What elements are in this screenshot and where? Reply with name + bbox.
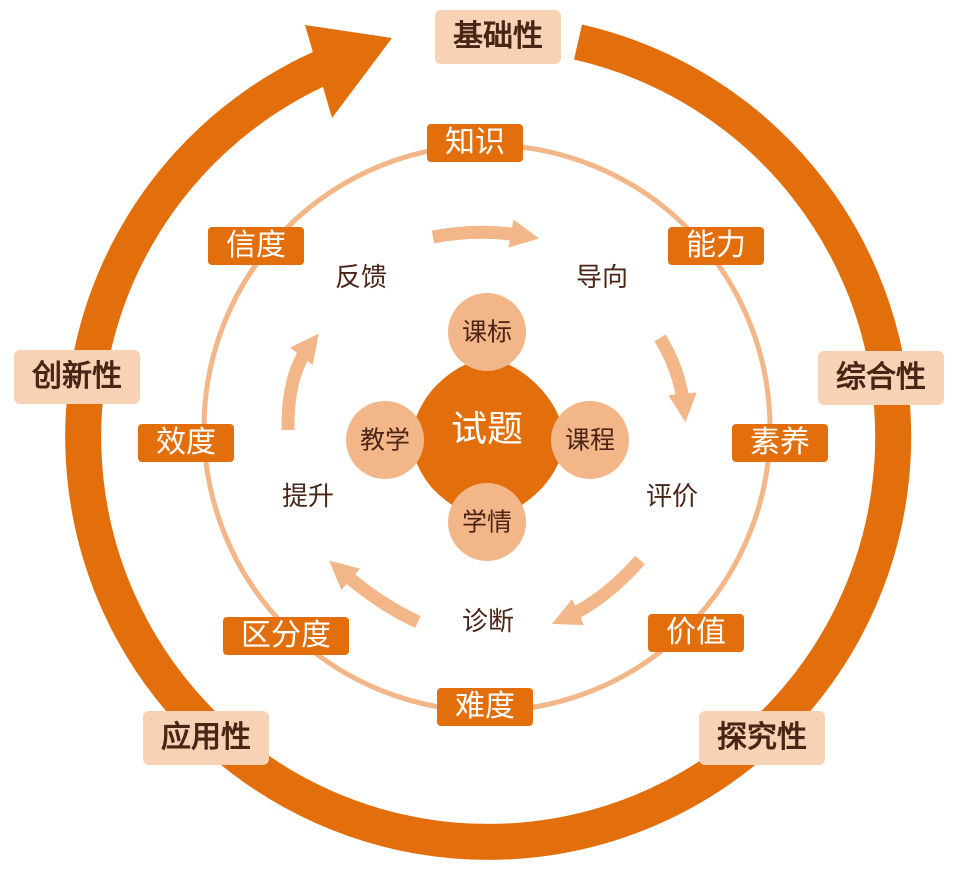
inner-label-diagnose: 诊断 — [461, 607, 515, 637]
outer-label-comprehensive: 综合性 — [818, 351, 944, 405]
cycle-arrow-improve-to-feedback — [281, 333, 319, 431]
outer-label-application: 应用性 — [143, 711, 269, 765]
core-label-bottom: 学情 — [461, 507, 513, 537]
core-label-left: 教学 — [359, 425, 411, 455]
core-circle-left — [346, 401, 424, 479]
outer-label-inquiry: 探究性 — [699, 711, 825, 765]
core-shape — [412, 360, 564, 517]
middle-label-discrimination: 区分度 — [223, 617, 349, 655]
cycle-arrow-guide-to-evaluate — [654, 334, 697, 423]
outer-label-basic: 基础性 — [435, 10, 561, 64]
core-circle-bottom — [448, 483, 526, 561]
outer-ring-arrowhead — [305, 25, 392, 118]
core-circle-top — [448, 293, 526, 371]
inner-label-evaluate: 评价 — [645, 482, 699, 512]
cycle-arrow-diagnose-to-improve — [329, 560, 421, 628]
core-label-top: 课标 — [461, 317, 513, 347]
core-label-center: 试题 — [450, 409, 524, 450]
cycle-arrow-feedback-to-guide — [431, 219, 540, 248]
cycle-arrow-evaluate-to-diagnose — [551, 555, 645, 626]
middle-label-validity: 效度 — [138, 424, 234, 462]
middle-label-difficulty: 难度 — [437, 688, 533, 726]
inner-label-feedback: 反馈 — [334, 263, 388, 293]
middle-label-value: 价值 — [648, 614, 744, 652]
middle-label-knowledge: 知识 — [427, 124, 523, 162]
outer-ring — [65, 24, 912, 860]
inner-label-improve: 提升 — [281, 482, 335, 512]
middle-label-reliability: 信度 — [208, 227, 304, 265]
core-label-right: 课程 — [564, 425, 616, 455]
middle-label-ability: 能力 — [668, 227, 764, 265]
outer-label-innovation: 创新性 — [14, 350, 140, 404]
inner-label-guide: 导向 — [575, 263, 629, 293]
middle-label-literacy: 素养 — [732, 424, 828, 462]
core-circle-right — [551, 401, 629, 479]
